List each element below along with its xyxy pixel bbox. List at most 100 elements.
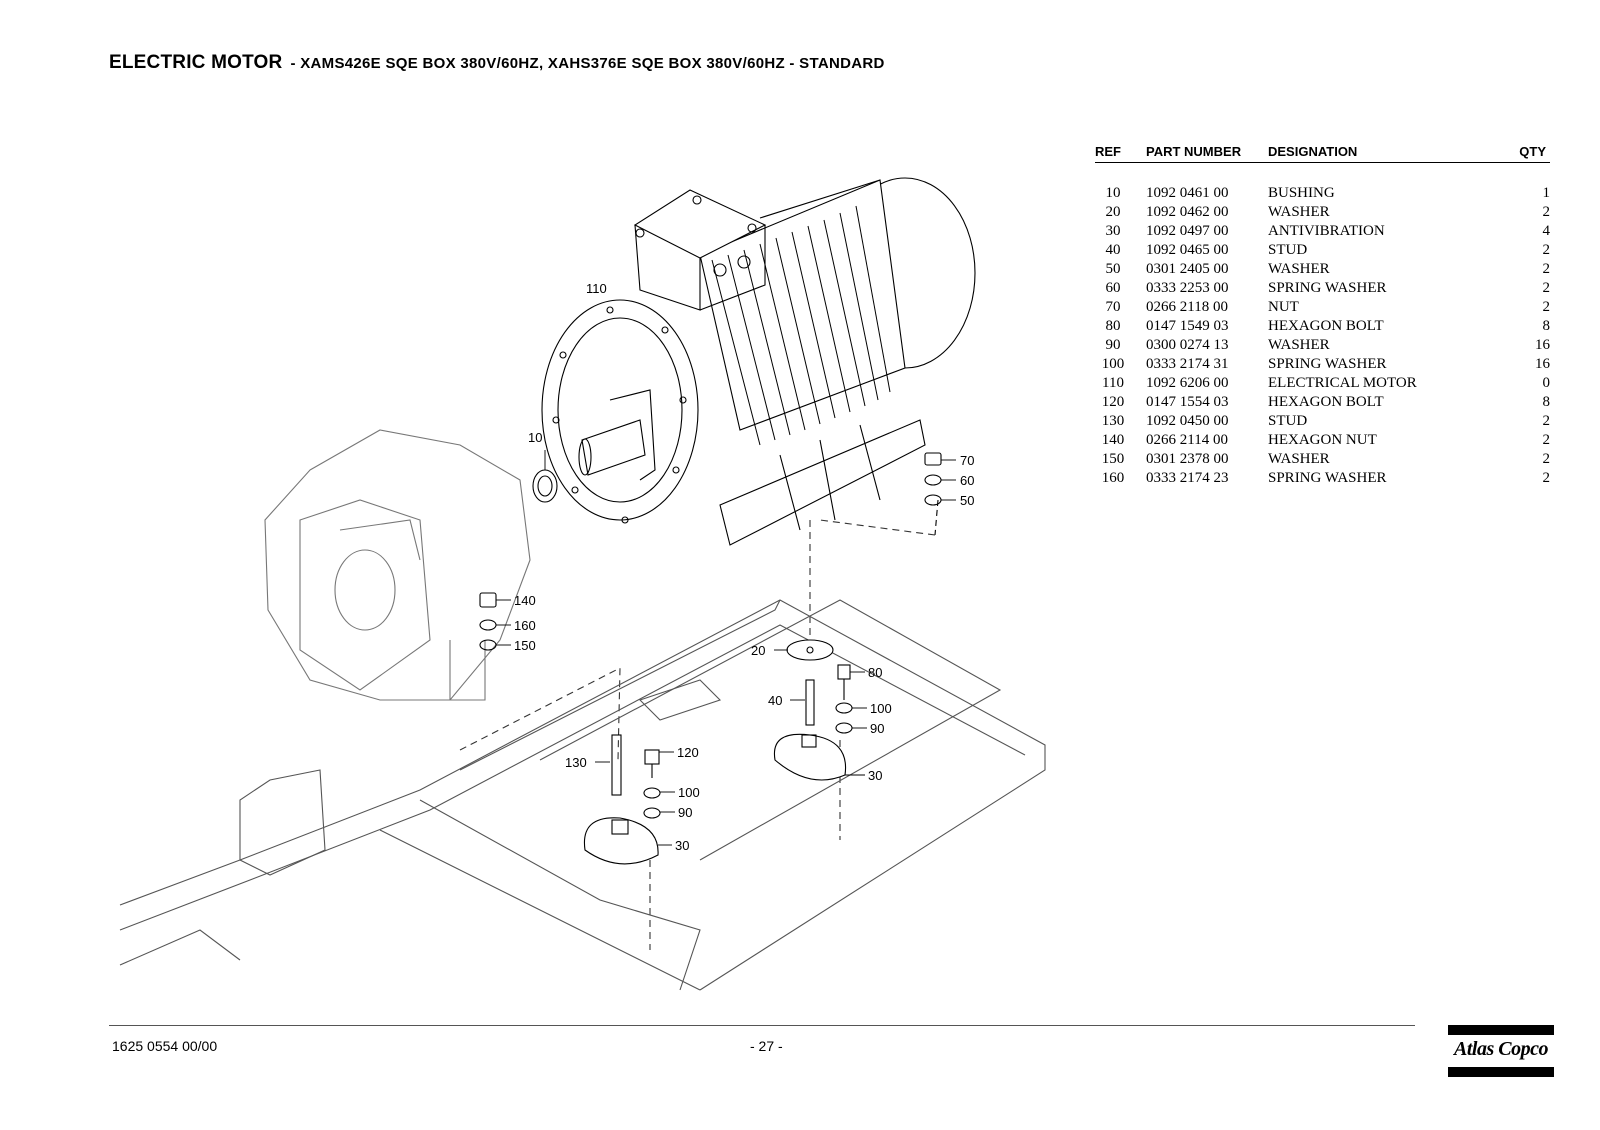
callout-100-left: 100 xyxy=(678,785,700,800)
cell-qty: 2 xyxy=(1542,432,1551,448)
fastener-stack-generator xyxy=(479,592,497,651)
callout-20: 20 xyxy=(751,643,765,658)
cell-part-number: 0333 2174 31 xyxy=(1146,356,1229,372)
cell-ref: 150 xyxy=(1101,451,1125,467)
cell-qty: 16 xyxy=(1535,337,1550,353)
cell-qty: 8 xyxy=(1542,318,1551,334)
document-number: 1625 0554 00/00 xyxy=(112,1038,218,1054)
cell-part-number: 1092 6206 00 xyxy=(1146,375,1229,391)
title-subtitle: - XAMS426E SQE BOX 380V/60HZ, XAHS376E S… xyxy=(290,55,885,72)
cell-ref: 10 xyxy=(1105,185,1121,201)
cell-designation: SPRING WASHER xyxy=(1268,470,1387,486)
cell-ref: 30 xyxy=(1105,223,1121,239)
callout-30-right: 30 xyxy=(868,768,882,783)
cell-qty: 0 xyxy=(1542,375,1551,391)
bushing-part xyxy=(532,469,558,503)
cell-ref: 20 xyxy=(1105,204,1121,220)
cell-designation: STUD xyxy=(1268,242,1308,258)
cell-qty: 2 xyxy=(1542,261,1551,277)
callout-80: 80 xyxy=(868,665,882,680)
cell-qty: 2 xyxy=(1542,470,1551,486)
cell-part-number: 0266 2114 00 xyxy=(1146,432,1228,448)
cell-ref: 100 xyxy=(1101,356,1125,372)
atlas-copco-logo: Atlas Copco xyxy=(1448,1025,1554,1077)
cell-part-number: 1092 0450 00 xyxy=(1146,413,1229,429)
callout-100-right: 100 xyxy=(870,701,892,716)
cell-part-number: 1092 0497 00 xyxy=(1146,223,1229,239)
cell-ref: 40 xyxy=(1105,242,1121,258)
cell-ref: 50 xyxy=(1105,261,1121,277)
page-number: - 27 - xyxy=(750,1038,783,1054)
callout-70: 70 xyxy=(960,453,974,468)
base-frame xyxy=(119,599,1046,991)
callout-140: 140 xyxy=(514,593,536,608)
cell-qty: 8 xyxy=(1542,394,1551,410)
cell-designation: WASHER xyxy=(1268,204,1330,220)
callout-30-left: 30 xyxy=(675,838,689,853)
antivibration-mount-right xyxy=(773,639,853,781)
cell-ref: 120 xyxy=(1101,394,1125,410)
cell-qty: 1 xyxy=(1542,185,1551,201)
callout-120: 120 xyxy=(677,745,699,760)
parts-table-header: REF PART NUMBER DESIGNATION QTY xyxy=(1095,140,1550,163)
table-row: 110 1092 6206 00 ELECTRICAL MOTOR 0 xyxy=(1095,375,1550,394)
fastener-stack-motor xyxy=(924,452,942,536)
cell-ref: 70 xyxy=(1105,299,1121,315)
cell-qty: 2 xyxy=(1542,451,1551,467)
cell-qty: 2 xyxy=(1542,242,1551,258)
logo-bar-top xyxy=(1448,1025,1554,1035)
table-row: 120 0147 1554 03 HEXAGON BOLT 8 xyxy=(1095,394,1550,413)
cell-part-number: 0147 1549 03 xyxy=(1146,318,1229,334)
title-main: ELECTRIC MOTOR xyxy=(109,52,283,73)
cell-designation: ELECTRICAL MOTOR xyxy=(1268,375,1417,391)
footer-divider xyxy=(109,1025,1415,1026)
cell-designation: ANTIVIBRATION xyxy=(1268,223,1385,239)
cell-qty: 2 xyxy=(1542,299,1551,315)
cell-part-number: 0301 2405 00 xyxy=(1146,261,1229,277)
callout-40: 40 xyxy=(768,693,782,708)
electric-motor xyxy=(541,177,976,546)
callout-90-left: 90 xyxy=(678,805,692,820)
cell-ref: 60 xyxy=(1105,280,1121,296)
callout-90-right: 90 xyxy=(870,721,884,736)
cell-designation: HEXAGON NUT xyxy=(1268,432,1377,448)
cell-designation: SPRING WASHER xyxy=(1268,356,1387,372)
logo-wordmark: Atlas Copco xyxy=(1454,1038,1548,1060)
callout-150: 150 xyxy=(514,638,536,653)
cell-part-number: 0147 1554 03 xyxy=(1146,394,1229,410)
column-header-part-number: PART NUMBER xyxy=(1146,144,1242,159)
page-title: ELECTRIC MOTOR - XAMS426E SQE BOX 380V/60… xyxy=(109,52,885,74)
cell-part-number: 0333 2253 00 xyxy=(1146,280,1229,296)
callout-110: 110 xyxy=(586,281,607,296)
cell-designation: WASHER xyxy=(1268,337,1330,353)
cell-ref: 110 xyxy=(1102,375,1124,391)
cell-qty: 2 xyxy=(1542,204,1551,220)
cell-part-number: 1092 0461 00 xyxy=(1146,185,1229,201)
cell-qty: 4 xyxy=(1542,223,1551,239)
cell-designation: BUSHING xyxy=(1268,185,1335,201)
cell-part-number: 1092 0462 00 xyxy=(1146,204,1229,220)
cell-designation: WASHER xyxy=(1268,451,1330,467)
callout-10: 10 xyxy=(528,430,542,445)
cell-ref: 140 xyxy=(1101,432,1125,448)
cell-qty: 2 xyxy=(1542,413,1551,429)
cell-qty: 16 xyxy=(1535,356,1550,372)
cell-designation: SPRING WASHER xyxy=(1268,280,1387,296)
cell-designation: HEXAGON BOLT xyxy=(1268,394,1384,410)
cell-part-number: 0300 0274 13 xyxy=(1146,337,1229,353)
table-row: 20 1092 0462 00 WASHER 2 xyxy=(1095,204,1551,223)
cell-designation: NUT xyxy=(1268,299,1299,315)
table-row: 30 1092 0497 00 ANTIVIBRATION 4 xyxy=(1095,223,1551,242)
table-row: 100 0333 2174 31 SPRING WASHER 16 xyxy=(1095,356,1550,375)
table-row: 10 1092 0461 00 BUSHING 1 xyxy=(1095,185,1551,204)
